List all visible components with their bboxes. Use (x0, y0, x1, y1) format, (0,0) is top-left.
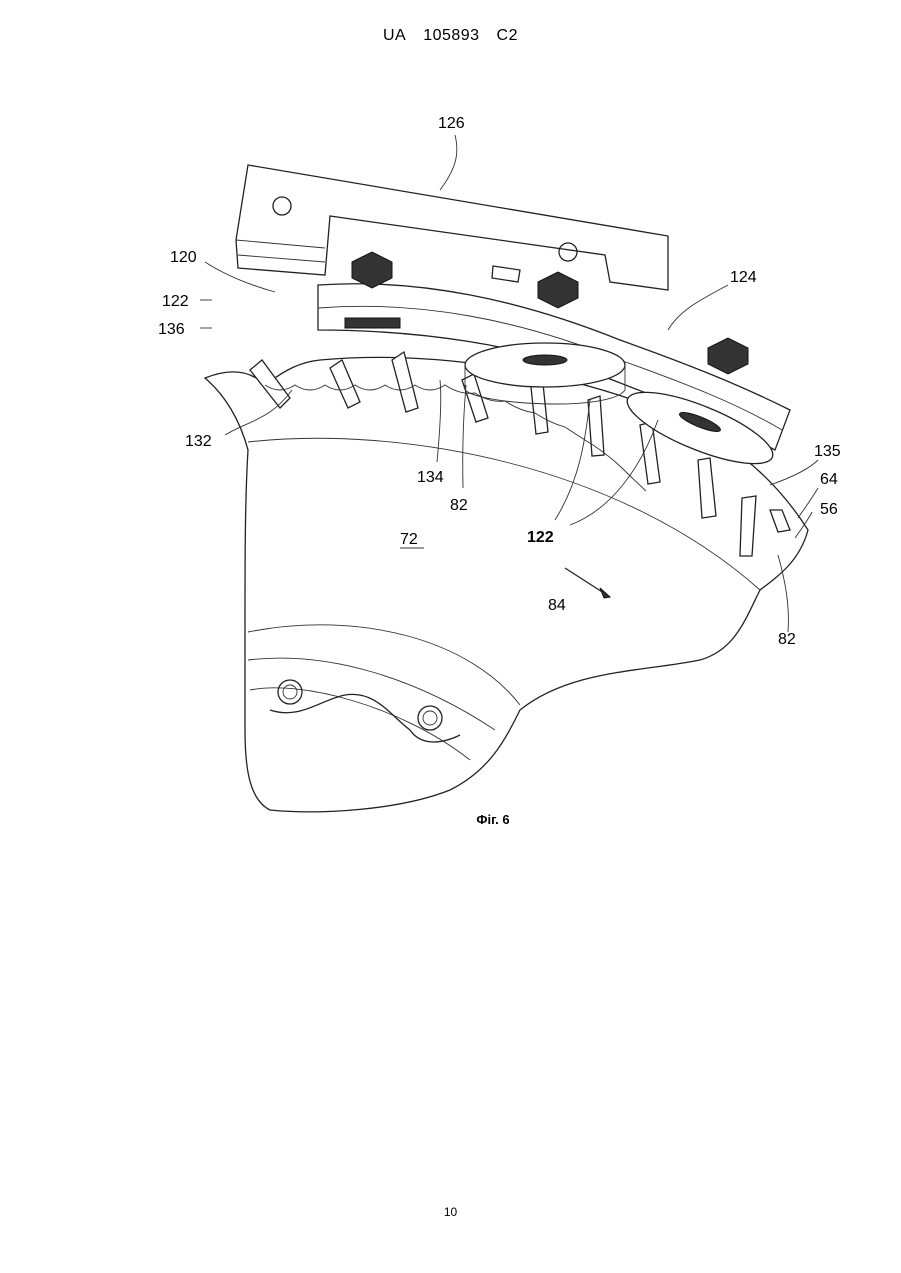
ref-72: 72 (400, 531, 418, 548)
ref-124: 124 (730, 269, 757, 286)
nut-1 (352, 252, 392, 288)
ref-82-right: 82 (778, 631, 796, 648)
figure-caption: Фіг. 6 (0, 812, 901, 827)
ref-132: 132 (185, 433, 212, 450)
nut-3 (708, 338, 748, 374)
ref-122-bottom: 122 (527, 529, 554, 546)
ref-136: 136 (158, 321, 185, 338)
ref-82-left: 82 (450, 497, 468, 514)
wheel-a-hub (523, 355, 567, 365)
drawing-svg: 126 120 122 136 124 132 134 82 122 72 84… (0, 0, 901, 900)
washer-1 (345, 318, 400, 328)
patent-drawing: 126 120 122 136 124 132 134 82 122 72 84… (0, 0, 901, 900)
ref-122-top: 122 (162, 293, 189, 310)
ref-135: 135 (814, 443, 841, 460)
ref-64: 64 (820, 471, 838, 488)
bolt-tab (492, 266, 520, 282)
ref-84: 84 (548, 597, 566, 614)
ref-134: 134 (417, 469, 444, 486)
nut-2 (538, 272, 578, 308)
ref-120: 120 (170, 249, 197, 266)
page-number: 10 (0, 1205, 901, 1219)
ref-126: 126 (438, 115, 465, 132)
bracket-126 (236, 165, 668, 290)
ref-56: 56 (820, 501, 838, 518)
